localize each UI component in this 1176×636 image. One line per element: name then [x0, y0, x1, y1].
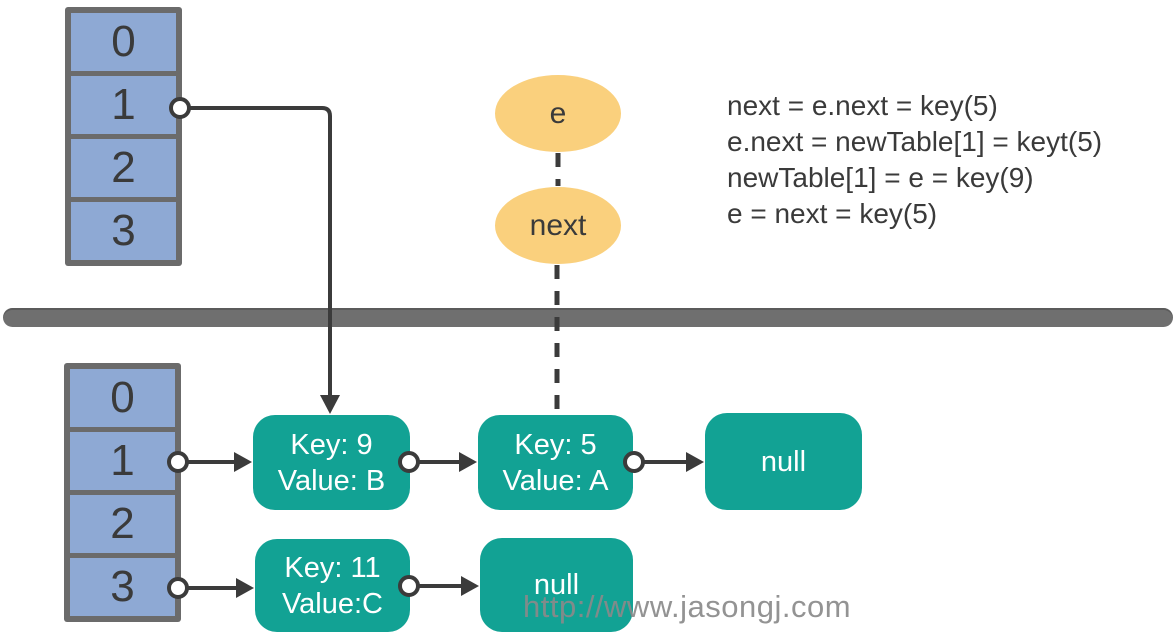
code-line-1: next = e.next = key(5) — [727, 90, 998, 121]
arrowhead-into-key11-left — [236, 578, 254, 598]
old-table-array: 0 1 2 3 — [65, 7, 182, 266]
node-null-1-label: null — [760, 445, 807, 478]
pointer-e-node: e — [495, 75, 621, 152]
arrowhead-into-null2-left — [461, 576, 479, 596]
node-key5: Key: 5 Value: A — [478, 415, 633, 510]
node-key5-key: Key: 5 — [514, 428, 597, 461]
watermark: http://www.jasongj.com — [523, 589, 852, 624]
pointer-e-label: e — [549, 96, 567, 130]
node-key11: Key: 11 Value:C — [255, 539, 410, 632]
old-bucket1-to-key9-line — [189, 106, 332, 396]
old-table-cell-2: 2 — [71, 139, 176, 197]
pointer-next-label: next — [529, 208, 587, 242]
divider-bar — [3, 308, 1173, 327]
node-key5-value: Value: A — [502, 464, 609, 497]
node-null-2: null — [480, 538, 633, 632]
node-null-1: null — [705, 413, 862, 510]
node-null-2-label: null — [533, 569, 580, 601]
node-key9: Key: 9 Value: B — [253, 415, 410, 510]
arrowhead-into-key5-left — [459, 452, 477, 472]
new-table-cell-1: 1 — [70, 432, 175, 490]
pointer-next-node: next — [495, 187, 621, 264]
code-line-2: e.next = newTable[1] = keyt(5) — [727, 126, 1103, 157]
node-key9-key: Key: 9 — [290, 428, 373, 461]
node-key9-value: Value: B — [277, 464, 386, 497]
new-table-cell-0: 0 — [70, 369, 175, 427]
node-key11-key: Key: 11 — [284, 551, 381, 584]
new-table-array: 0 1 2 3 — [64, 363, 181, 622]
old-table-cell-0: 0 — [71, 13, 176, 71]
new-table-cell-3: 3 — [70, 558, 175, 616]
old-table-cell-3: 3 — [71, 202, 176, 260]
arrowhead-into-key9-left — [234, 452, 252, 472]
arrowhead-into-key9-top — [320, 395, 340, 414]
old-table-cell-1: 1 — [71, 76, 176, 134]
code-annotation: next = e.next = key(5) e.next = newTable… — [727, 88, 1102, 232]
arrowhead-into-null1-left — [686, 452, 704, 472]
code-line-3: newTable[1] = e = key(9) — [727, 162, 1034, 193]
code-line-4: e = next = key(5) — [727, 198, 938, 229]
node-key11-value: Value:C — [281, 587, 384, 620]
new-table-cell-2: 2 — [70, 495, 175, 553]
